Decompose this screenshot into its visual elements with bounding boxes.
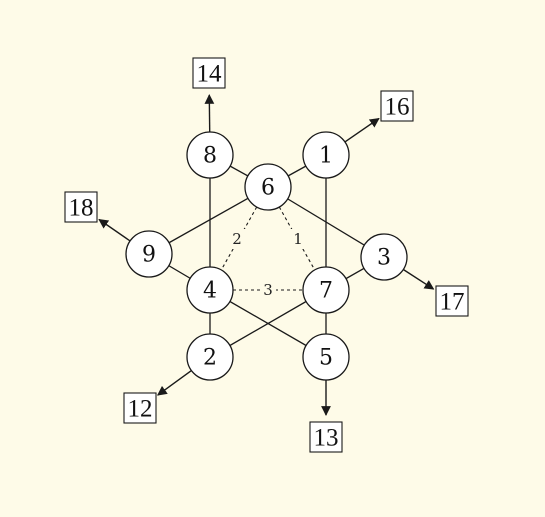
nodes-layer: 1 2 3 4 5 6 7 8 9 [125, 131, 408, 381]
box-13: 13 [309, 421, 343, 453]
box-rect [380, 90, 414, 122]
node-label: 3 [377, 246, 391, 271]
dashed-edge-label-bg [290, 229, 306, 249]
arrow-2-to-12 [156, 369, 192, 396]
box-label: 18 [69, 195, 94, 222]
node-circle [186, 266, 234, 314]
box-label: 14 [197, 61, 223, 88]
node-8: 8 [186, 131, 234, 179]
dashed-edge-label: 3 [263, 281, 273, 299]
node-2: 2 [186, 333, 234, 381]
node-circle [186, 333, 234, 381]
node-4: 4 [186, 266, 234, 314]
box-rect [435, 285, 469, 317]
box-rect [123, 392, 157, 424]
arrows-layer [98, 94, 435, 416]
dashed-edge-label: 2 [232, 230, 242, 248]
box-12: 12 [123, 392, 157, 424]
box-rect [309, 421, 343, 453]
node-label: 1 [319, 144, 333, 169]
dashed-edges-layer: 1 2 3 [220, 206, 316, 300]
node-circle [302, 333, 350, 381]
node-7: 7 [302, 266, 350, 314]
box-label: 12 [128, 396, 153, 423]
box-rect [192, 57, 226, 89]
node-circle [186, 131, 234, 179]
box-rect [64, 191, 98, 223]
node-label: 6 [261, 176, 275, 201]
node-circle [302, 131, 350, 179]
node-label: 4 [203, 279, 217, 304]
node-circle [360, 233, 408, 281]
arrow-1-to-16 [344, 117, 380, 143]
node-6: 6 [244, 163, 292, 211]
node-circle [244, 163, 292, 211]
node-circle [125, 230, 173, 278]
node-label: 5 [319, 346, 333, 371]
box-16: 16 [380, 90, 414, 122]
node-label: 9 [142, 243, 156, 268]
box-label: 13 [314, 425, 339, 452]
node-label: 8 [203, 144, 217, 169]
arrow-3-to-17 [402, 268, 435, 290]
node-label: 7 [319, 279, 333, 304]
dashed-edge-label-bg [229, 229, 245, 249]
box-17: 17 [435, 285, 469, 317]
box-label: 16 [385, 94, 410, 121]
dashed-edge-label: 1 [293, 230, 303, 248]
node-5: 5 [302, 333, 350, 381]
box-14: 14 [192, 57, 226, 89]
box-18: 18 [64, 191, 98, 223]
arrow-9-to-18 [98, 218, 131, 242]
node-circle [302, 266, 350, 314]
dashed-edge-label-bg [260, 280, 276, 300]
node-label: 2 [203, 346, 217, 371]
node-3: 3 [360, 233, 408, 281]
node-9: 9 [125, 230, 173, 278]
node-1: 1 [302, 131, 350, 179]
box-label: 17 [440, 289, 465, 316]
